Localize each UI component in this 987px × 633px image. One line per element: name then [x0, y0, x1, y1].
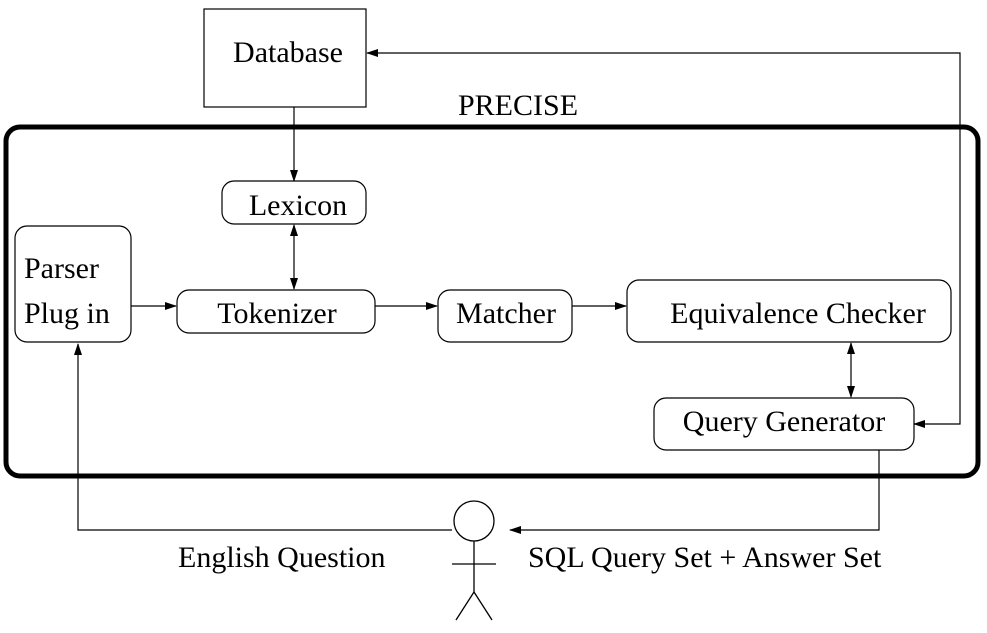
tokenizer-node: Tokenizer [176, 289, 376, 334]
edge-user-to-parser [74, 343, 452, 531]
user-stick-figure [452, 500, 496, 621]
lexicon-label: Lexicon [249, 189, 347, 222]
matcher-label: Matcher [456, 297, 556, 330]
parser-plugin-node: Parser Plug in [14, 225, 132, 343]
equivalence-checker-label: Equivalence Checker [670, 297, 926, 330]
query-generator-node: Query Generator [653, 397, 915, 451]
edge-querygen-to-database [366, 49, 961, 428]
user-right-leg [473, 591, 493, 621]
database-node: Database [203, 8, 367, 108]
precise-label: PRECISE [458, 89, 578, 122]
database-label: Database [233, 36, 343, 69]
parser-label-line1: Parser [24, 252, 99, 285]
equivalence-checker-node: Equivalence Checker [626, 279, 952, 343]
matcher-node: Matcher [437, 289, 573, 343]
user-left-leg [455, 591, 475, 621]
lexicon-node: Lexicon [221, 180, 367, 225]
tokenizer-label: Tokenizer [217, 297, 337, 330]
query-generator-label: Query Generator [683, 405, 885, 438]
english-question-label: English Question [178, 541, 386, 574]
parser-label-line2: Plug in [24, 297, 110, 330]
edge-querygen-to-user [509, 450, 880, 534]
user-head [453, 500, 495, 542]
sql-answer-set-label: SQL Query Set + Answer Set [528, 541, 882, 574]
